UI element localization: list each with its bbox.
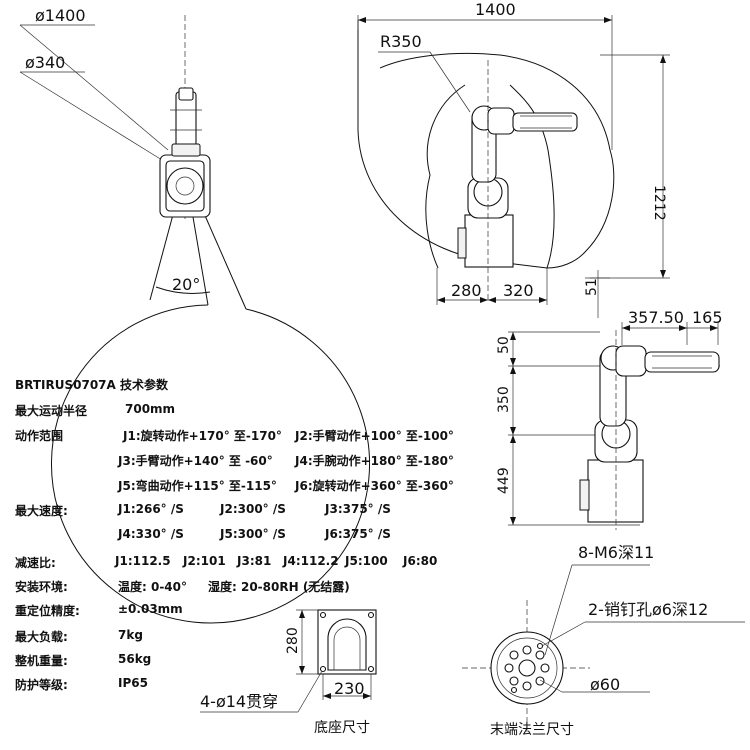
spec-value: ±0.03mm	[118, 602, 183, 616]
robot-top-arm	[175, 91, 197, 153]
spec-label: 防护等级:	[15, 678, 68, 692]
base-holes-label: 4-ø14贯穿	[200, 692, 278, 711]
h1-dim: 50	[496, 336, 512, 354]
radius-label: R350	[380, 32, 422, 51]
spec-value: J4:330° /S	[118, 527, 184, 541]
top-view: ø1400 ø340 20°	[19, 6, 370, 624]
spec-label: 最大速度:	[15, 504, 68, 518]
spec-value: J2:手臂动作+100° 至-100°	[295, 429, 454, 443]
reach-envelope-outer	[51, 304, 370, 624]
h3-dim: 449	[496, 467, 512, 494]
spec-value: J6:旋转动作+360° 至-360°	[295, 479, 454, 493]
flange-caption: 末端法兰尺寸	[490, 722, 574, 738]
spec-label: 最大负载:	[15, 630, 68, 644]
offset-dim: 357.50	[628, 308, 684, 327]
spec-title: BRTIRUS0707A 技术参数	[15, 378, 168, 392]
dia-inner-leader	[19, 71, 163, 161]
flange-view: 8-M6深11 2-销钉孔ø6深12 ø60 末端法兰尺寸	[462, 543, 745, 738]
spec-value: J4:手腕动作+180° 至-180°	[295, 454, 454, 468]
robot-side-forearm	[512, 112, 578, 132]
spec-label: 动作范围	[15, 429, 64, 443]
spec-label: 安装环境:	[15, 580, 68, 594]
spec-value: J5:300° /S	[220, 527, 286, 541]
h2-dim: 350	[496, 386, 512, 413]
right-view: 357.50 165 50 350 449	[496, 308, 723, 530]
spec-value: J1:266° /S	[118, 502, 184, 516]
flange-pins-label: 2-销钉孔ø6深12	[588, 600, 708, 619]
base-view: 280 230 4-ø14贯穿 底座尺寸	[200, 609, 377, 736]
dia-outer-leader	[19, 24, 169, 151]
flange-threads-label: 8-M6深11	[578, 543, 654, 562]
dia-inner-label: ø340	[25, 53, 65, 72]
base-w-dim: 230	[334, 679, 365, 698]
spec-value: J2:300° /S	[220, 502, 286, 516]
spec-value: J5:100	[345, 554, 388, 568]
spec-value: J2:101	[183, 554, 226, 568]
base-h-dim: 280	[285, 627, 301, 654]
spec-label: 最大运动半径	[15, 404, 88, 418]
spec-value: 700mm	[125, 402, 176, 416]
spec-label: 减速比:	[15, 556, 56, 570]
spec-value: 湿度: 20-80RH (无结露)	[208, 580, 350, 594]
spec-value: J6:80	[403, 554, 438, 568]
dia-outer-label: ø1400	[35, 6, 86, 25]
spec-value: J3:375° /S	[325, 502, 391, 516]
side-view: 1400 R350 1212 280 320	[357, 0, 670, 318]
spec-value: J6:375° /S	[325, 527, 391, 541]
spec-value: J3:手臂动作+140° 至 -60°	[118, 454, 273, 468]
base-right-dim: 320	[503, 281, 534, 300]
spec-value: IP65	[118, 676, 148, 690]
spec-value: 7kg	[118, 628, 143, 642]
spec-value: J1:旋转动作+170° 至-170°	[123, 429, 282, 443]
robot-right-base	[587, 459, 644, 523]
height-dim: 1212	[651, 185, 667, 221]
side-envelope-outer	[357, 20, 615, 269]
spec-value: 温度: 0-40°	[118, 580, 188, 594]
robot-right-forearm	[644, 351, 720, 373]
base-caption: 底座尺寸	[314, 720, 370, 736]
spec-value: J4:112.2	[283, 554, 339, 568]
spec-label: 重定位精度:	[15, 604, 80, 618]
spec-label: 整机重量:	[15, 654, 68, 668]
flange-dia-label: ø60	[590, 675, 620, 694]
width-dim: 1400	[475, 0, 516, 19]
spec-value: J3:81	[237, 554, 272, 568]
robot-side-base	[464, 214, 514, 268]
spec-value: 56kg	[118, 652, 152, 666]
tool-dim: 165	[692, 308, 723, 327]
angle-label: 20°	[172, 275, 200, 294]
below-dim: 51	[584, 278, 600, 296]
spec-value: J5:弯曲动作+115° 至-115°	[118, 479, 277, 493]
spec-value: J1:112.5	[115, 554, 171, 568]
base-left-dim: 280	[451, 281, 482, 300]
